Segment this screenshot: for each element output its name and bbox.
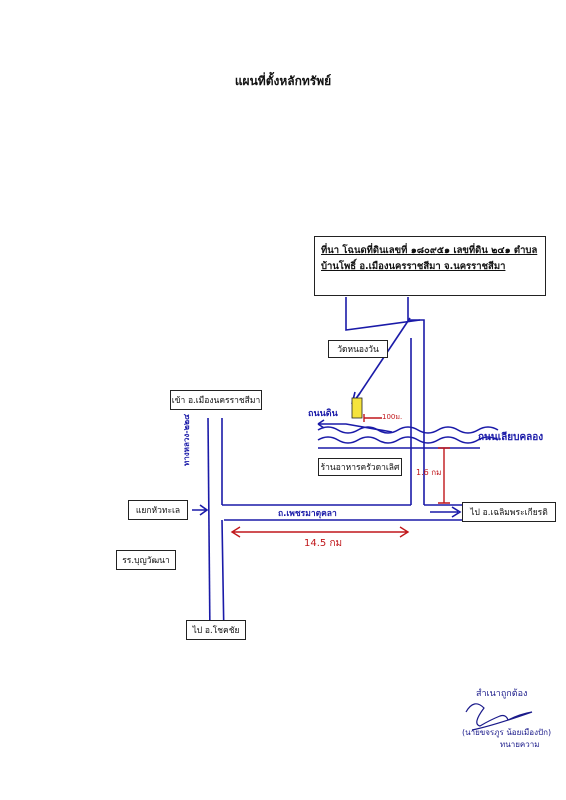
signer-role: ทนายความ bbox=[500, 740, 540, 749]
canal-wave-1 bbox=[317, 426, 499, 434]
map-title: แผนที่ตั้งหลักทรัพย์ bbox=[234, 74, 332, 88]
property-info-box: ที่นา โฉนดที่ดินเลขที่ ๑๘๐๙๕๑ เลขที่ดิน … bbox=[314, 236, 546, 296]
signer-name: (นายขจรภูร น้อยเมืองปัก) bbox=[462, 728, 552, 737]
restaurant-label: ร้านอาหารครัวดาเลิศ bbox=[318, 458, 402, 476]
temple-label: วัดหนองวัน bbox=[328, 340, 388, 358]
dirt-road-arrow bbox=[318, 423, 393, 433]
highway-right-edge bbox=[221, 418, 225, 641]
property-info-line-1: ที่นา โฉนดที่ดินเลขที่ ๑๘๐๙๕๑ เลขที่ดิน … bbox=[321, 245, 538, 256]
junction-arrow bbox=[192, 504, 209, 516]
to-chaloem-label: ไป อ.เฉลิมพระเกียรติ bbox=[462, 502, 556, 522]
main-road-label: ถ.เพชรมาตุคลา bbox=[278, 509, 337, 519]
property-info-line-2: บ้านโพธิ์ อ.เมืองนครราชสีมา จ.นครราชสีมา bbox=[321, 261, 506, 272]
to-city-label: เข้า อ.เมืองนครราชสีมา bbox=[170, 390, 262, 410]
highway-label: ทางหลวง-๒๒๔ bbox=[182, 413, 191, 466]
certified-copy-label: สำเนาถูกต้อง bbox=[476, 689, 528, 699]
junction-label: แยกหัวทะเล bbox=[128, 500, 188, 520]
dirt-road-arrow-head bbox=[317, 419, 325, 429]
chaloem-arrow bbox=[430, 506, 462, 518]
canal-road-label: ถนนเลียบคลอง bbox=[478, 432, 544, 443]
dist-horizontal-line bbox=[230, 526, 410, 538]
dist-horizontal-label: 14.5 กม bbox=[304, 538, 343, 549]
road-north-right bbox=[407, 297, 425, 505]
highway-left-edge bbox=[207, 417, 211, 641]
to-chokchai-label: ไป อ.โชคชัย bbox=[186, 620, 246, 640]
dist-short-label: 100ม. bbox=[382, 413, 403, 421]
canal-wave-2 bbox=[317, 436, 499, 444]
school-label: รร.บุญวัฒนา bbox=[116, 550, 176, 570]
dist-vertical-label: 1.6 กม bbox=[416, 468, 442, 477]
temple-lane-left bbox=[345, 297, 421, 331]
property-plot-marker bbox=[351, 397, 363, 419]
dirt-road-label: ถนนดิน bbox=[308, 409, 338, 419]
dist-short-line bbox=[363, 414, 382, 422]
dist-vertical-line bbox=[438, 447, 450, 504]
signature bbox=[465, 703, 533, 731]
